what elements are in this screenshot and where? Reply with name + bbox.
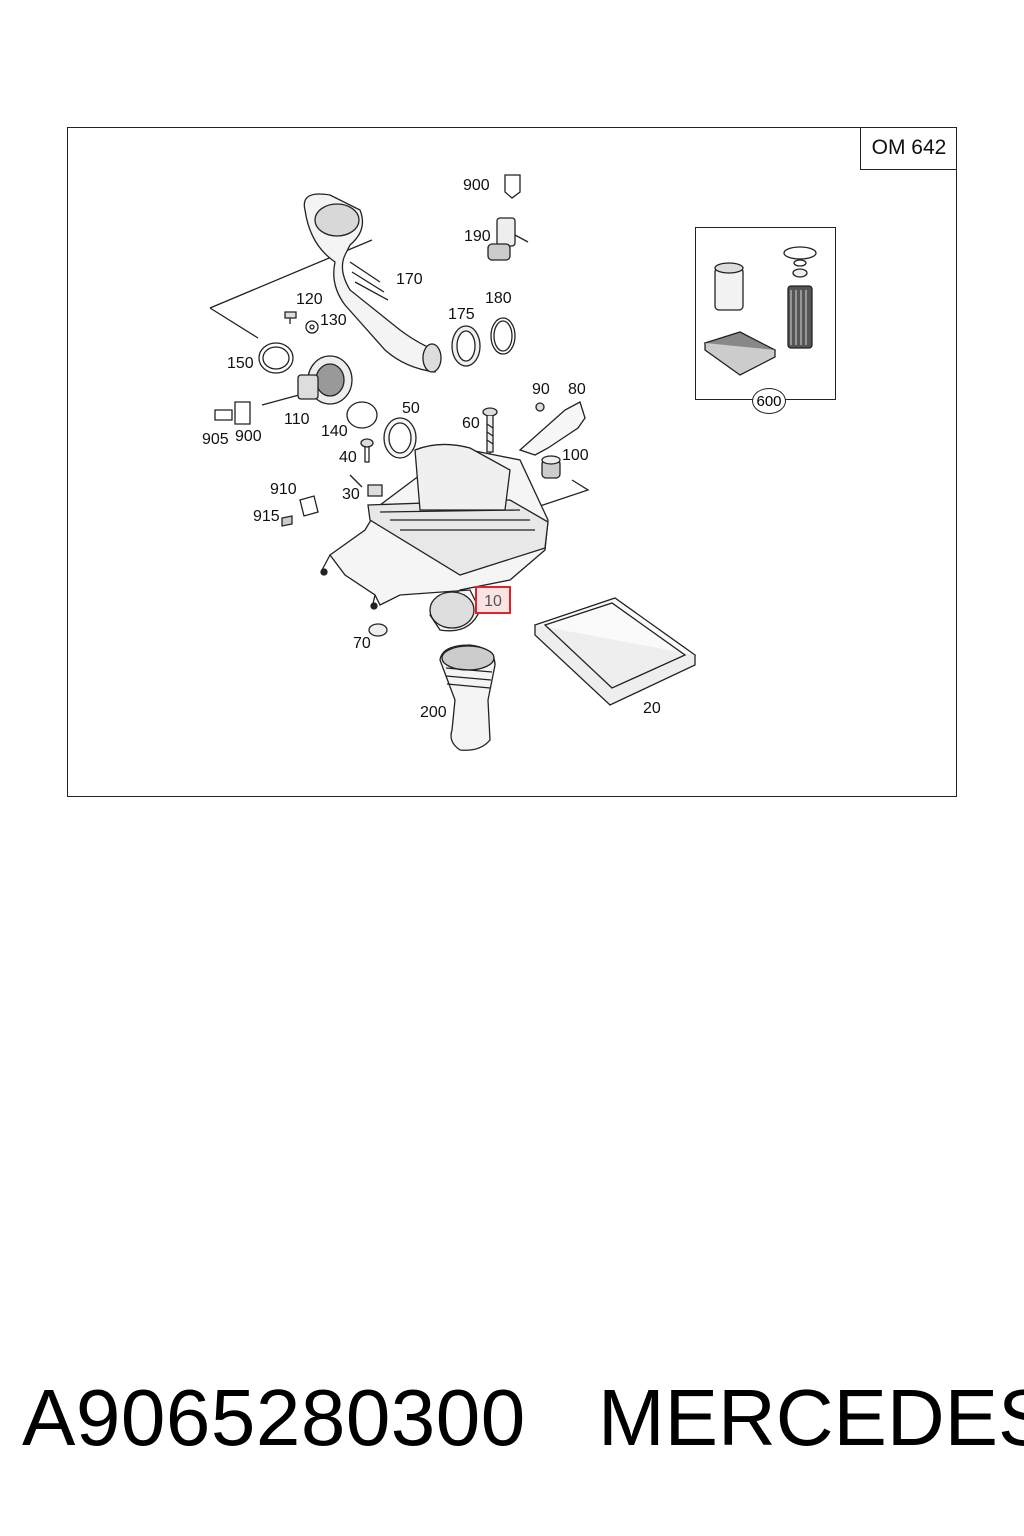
parts-illustration <box>209 174 817 751</box>
leader-80 <box>527 479 590 511</box>
clamp-180-icon <box>490 317 516 355</box>
cabin-filter-icon <box>703 331 777 376</box>
fuel-filter-icon <box>714 262 744 311</box>
callout-10-highlighted[interactable]: 10 <box>475 586 511 614</box>
callout-200: 200 <box>420 704 447 721</box>
callout-130: 130 <box>320 312 347 329</box>
callout-910: 910 <box>270 481 297 498</box>
callout-175: 175 <box>448 306 475 323</box>
callout-110: 110 <box>284 411 310 428</box>
callout-100: 100 <box>562 447 589 464</box>
plug-905-icon <box>214 401 251 425</box>
engine-code-label: OM 642 <box>860 127 957 170</box>
callout-90: 90 <box>532 381 550 398</box>
callout-40: 40 <box>339 449 357 466</box>
leader-30 <box>349 474 363 488</box>
screw-40-icon <box>360 438 374 463</box>
screw-120-icon <box>284 311 297 324</box>
air-mass-meter-icon <box>297 355 353 405</box>
callout-905: 905 <box>202 431 229 448</box>
bushing-100-icon <box>541 455 561 479</box>
o-ring-icon <box>783 246 817 260</box>
sensor-190-icon <box>487 217 529 261</box>
part-number: A9065280300 <box>22 1373 526 1462</box>
clamp-150-icon <box>258 342 294 374</box>
intake-hose-lower-icon <box>439 644 496 751</box>
connector-900-icon <box>504 174 521 199</box>
callout-120: 120 <box>296 291 323 308</box>
callout-30: 30 <box>342 486 360 503</box>
brand-name: MERCEDES <box>598 1373 1024 1462</box>
callout-70: 70 <box>353 635 371 652</box>
callout-60: 60 <box>462 415 480 432</box>
air-filter-element-icon <box>533 597 697 706</box>
grommet-70-icon <box>368 623 388 637</box>
clamp-140-icon <box>346 401 378 429</box>
callout-600-kit: 600 <box>752 388 786 414</box>
callout-180: 180 <box>485 290 512 307</box>
callout-20: 20 <box>643 700 661 717</box>
bolt-60-icon <box>482 407 498 453</box>
callout-900: 900 <box>463 177 490 194</box>
bracket-80-icon <box>518 401 586 456</box>
air-filter-housing-icon <box>320 443 549 632</box>
callout-140: 140 <box>321 423 348 440</box>
footer: A9065280300 MERCEDES <box>0 1370 1024 1470</box>
callout-190: 190 <box>464 228 491 245</box>
callout-170: 170 <box>396 271 423 288</box>
sensor-910-icon <box>299 495 319 517</box>
seal-915-icon <box>281 515 293 527</box>
callout-900b: 900 <box>235 428 262 445</box>
clip-30-icon <box>367 484 383 497</box>
intake-hose-upper-icon <box>303 193 442 373</box>
callout-915: 915 <box>253 508 280 525</box>
callout-150: 150 <box>227 355 254 372</box>
callout-80: 80 <box>568 381 586 398</box>
callout-50: 50 <box>402 400 420 417</box>
oil-filter-element-icon <box>787 285 813 349</box>
diagram-frame <box>67 127 957 797</box>
